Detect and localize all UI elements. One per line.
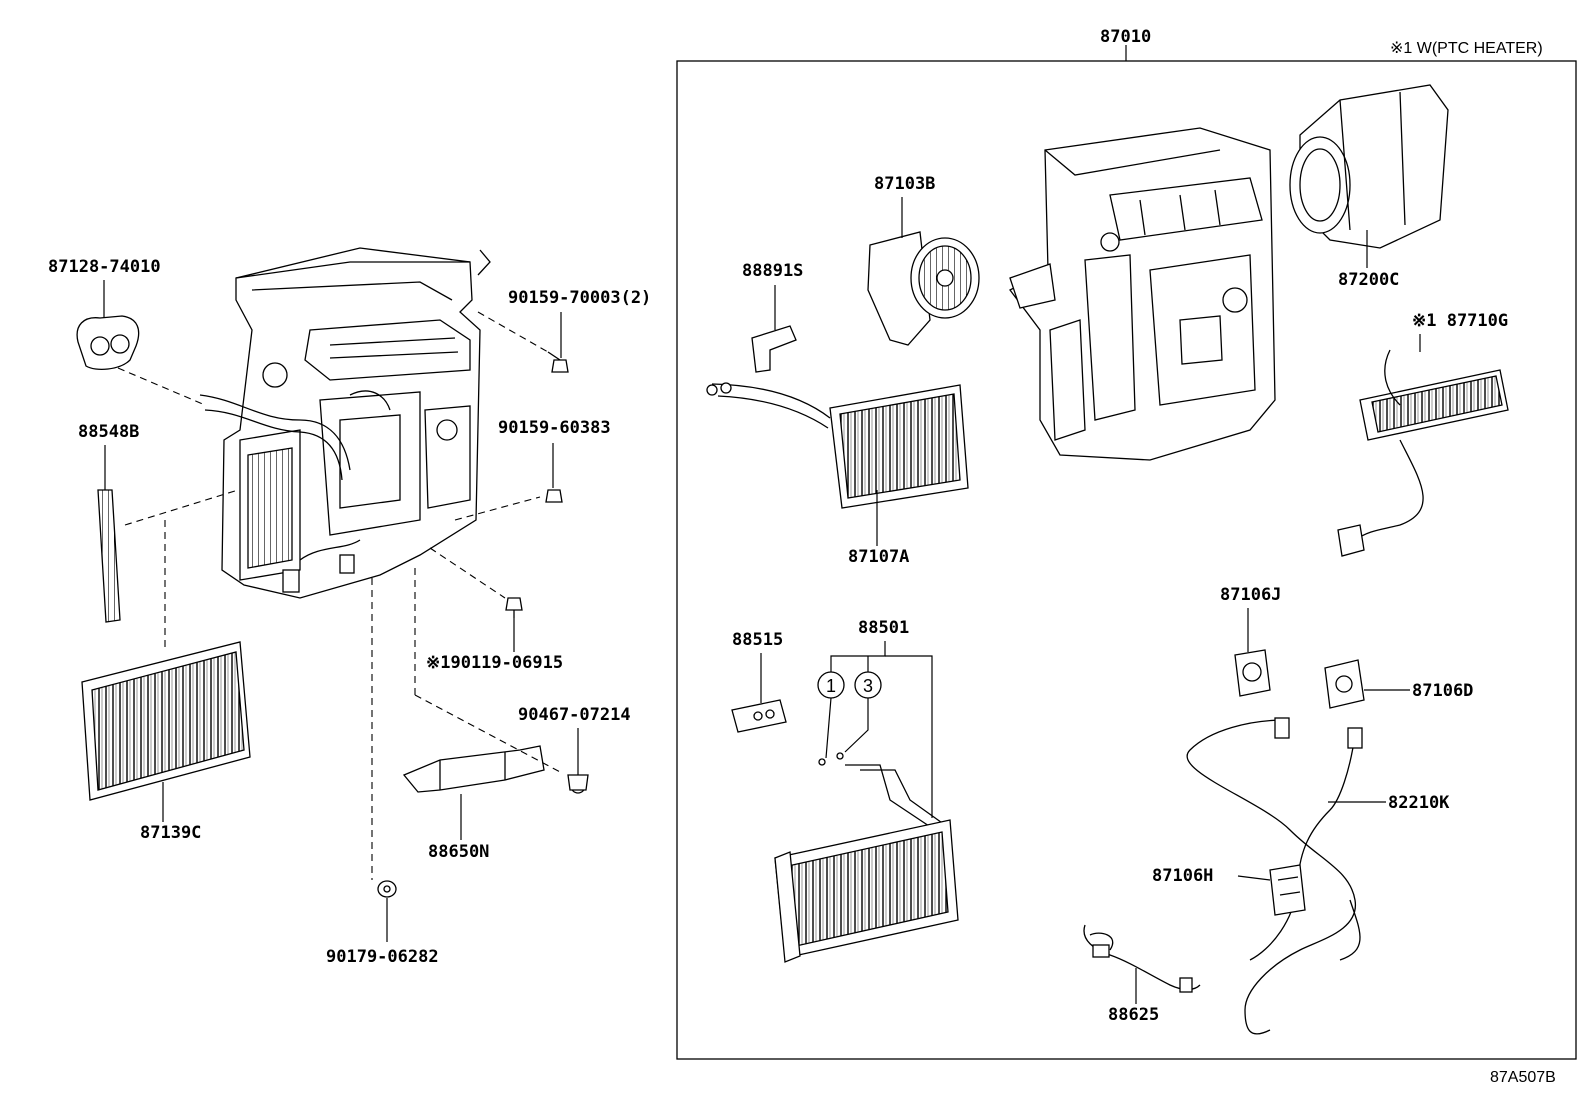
duct-87200C [1289,84,1449,249]
valve-88515 [731,699,787,733]
clip-90467-07214 [567,774,589,794]
part-label-87106J[interactable]: 87106J [1220,585,1281,605]
bracket-88650N [402,745,545,793]
filter-87139C [81,641,251,801]
part-label-88650N[interactable]: 88650N [428,842,489,862]
ptc-heater-87710G [1337,349,1509,557]
part-label-87128-74010[interactable]: 87128-74010 [48,257,161,277]
drawing-code: 87A507B [1490,1069,1556,1086]
note-ptc-heater: ※1 W(PTC HEATER) [1390,40,1543,57]
housing-illustration [1009,127,1276,461]
heater-core-87107A [706,382,969,509]
part-label-87710G[interactable]: ※1 87710G [1412,311,1508,331]
screw-90159-70003 [547,351,569,373]
callout-1: 1 [826,676,836,696]
part-label-87106D[interactable]: 87106D [1412,681,1473,701]
part-label-87106H[interactable]: 87106H [1152,866,1213,886]
screw-90119-06915 [505,597,523,618]
part-label-87103B[interactable]: 87103B [874,174,935,194]
part-label-90159-70003[interactable]: 90159-70003(2) [508,288,651,308]
actuator-87106D [1324,659,1365,709]
evaporator-88501 [774,752,959,963]
part-label-87107A[interactable]: 87107A [848,547,909,567]
actuator-87106J [1234,649,1271,697]
part-label-87010[interactable]: 87010 [1100,27,1151,47]
part-label-88891S[interactable]: 88891S [742,261,803,281]
hvac-unit-illustration [199,247,491,599]
nut-90179-06282 [377,880,397,898]
seal-88548B [97,489,121,623]
blower-motor-87103B [867,231,980,346]
part-label-88515[interactable]: 88515 [732,630,783,650]
actuator-87106H [1269,864,1306,916]
part-label-90119-06915[interactable]: ※190119-06915 [426,653,563,673]
part-label-90467-07214[interactable]: 90467-07214 [518,705,631,725]
part-label-90159-60383[interactable]: 90159-60383 [498,418,611,438]
part-label-82210K[interactable]: 82210K [1388,793,1450,813]
grommet-87128-74010 [76,315,140,371]
callout-3: 3 [863,676,873,696]
part-label-87139C[interactable]: 87139C [140,823,201,843]
clip-88891S [751,325,797,373]
part-label-88625[interactable]: 88625 [1108,1005,1159,1025]
part-label-88501[interactable]: 88501 [858,618,909,638]
harness-82210K [1186,717,1363,1035]
part-label-90179-06282[interactable]: 90179-06282 [326,947,439,967]
part-label-88548B[interactable]: 88548B [78,422,139,442]
wire-88625 [1083,924,1201,993]
part-label-87200C[interactable]: 87200C [1338,270,1399,290]
screw-90159-60383 [545,489,563,503]
